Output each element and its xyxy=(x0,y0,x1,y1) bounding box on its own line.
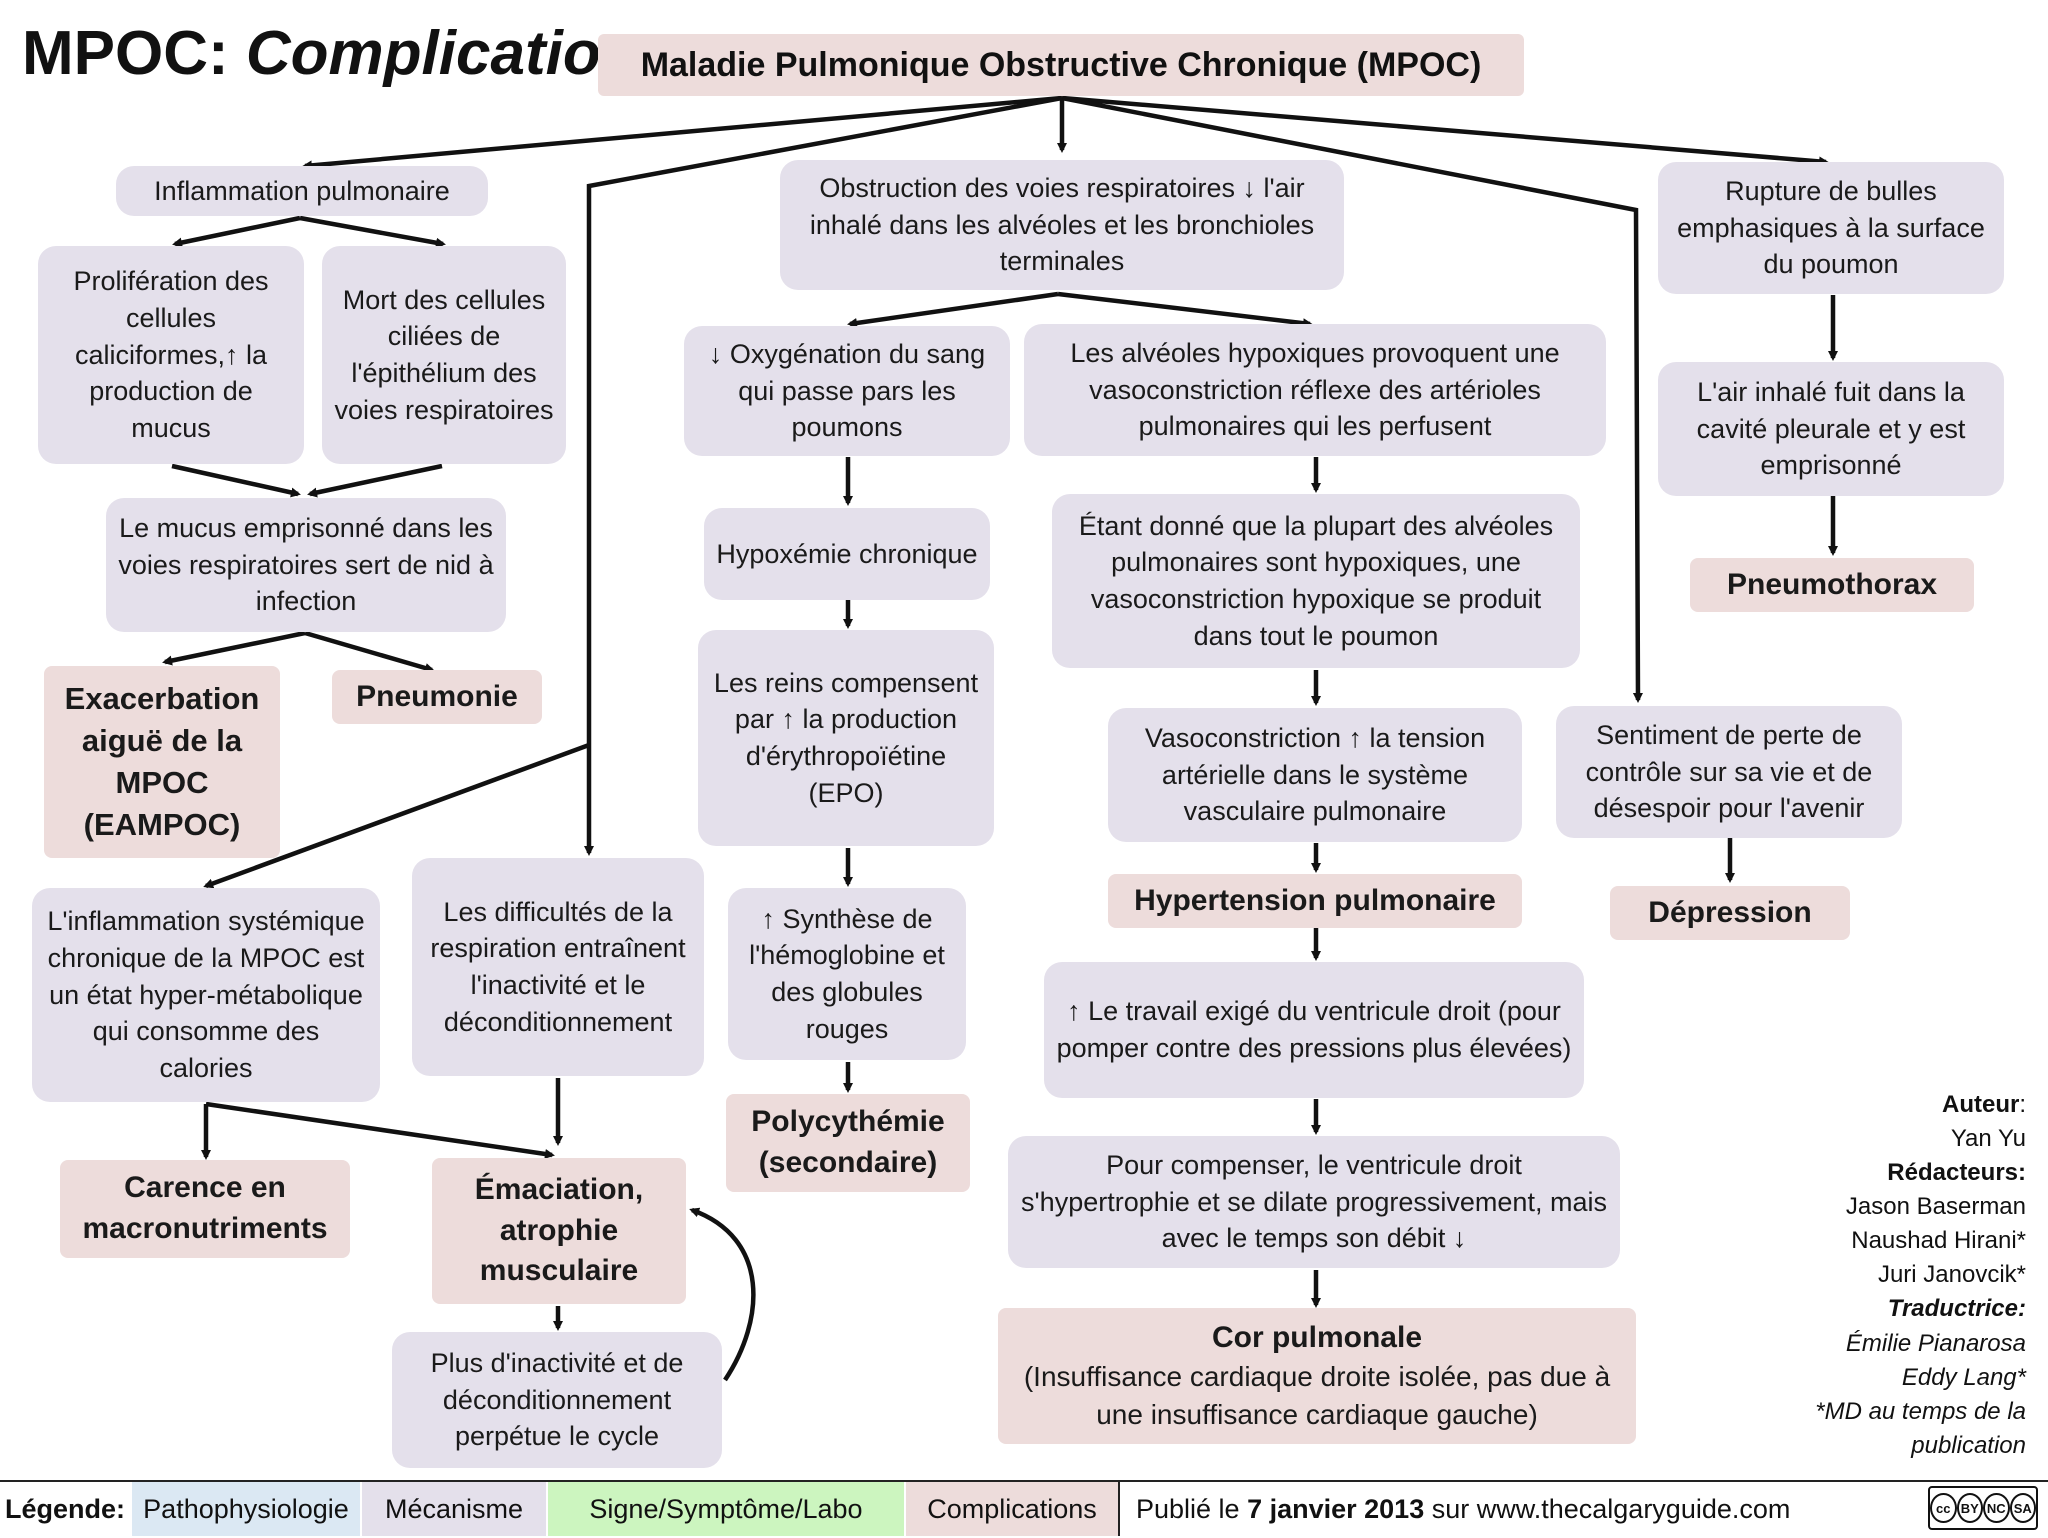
redacteur-name: Naushad Hirani* xyxy=(1851,1227,2026,1255)
auteur-label: Auteur xyxy=(1941,1091,2020,1118)
inflammation-pulmonaire-box: Inflammation pulmonaire xyxy=(116,166,488,216)
legend-item-signe-symptome-labo: Signe/Symptôme/Labo xyxy=(548,1482,904,1536)
carence-macronutriments-box: Carence en macronutriments xyxy=(60,1160,350,1258)
redacteurs-label: Rédacteurs: xyxy=(1887,1159,2026,1187)
publication-info: Publié le 7 janvier 2013 sur www.thecalg… xyxy=(1122,1482,1834,1536)
page-title: MPOC: Complications xyxy=(22,18,673,89)
by-icon: BY xyxy=(1956,1493,1983,1523)
published-date: 7 janvier 2013 xyxy=(1247,1493,1425,1524)
traductrice-name: Émilie Pianarosa xyxy=(1845,1329,2026,1357)
cycle-inactivite-box: Plus d'inactivité et de déconditionnemen… xyxy=(392,1332,722,1468)
travail-ventricule-box: ↑ Le travail exigé du ventricule droit (… xyxy=(1044,962,1584,1098)
license-badge: cc BY NC SA xyxy=(1928,1486,2038,1530)
depression-box: Dépression xyxy=(1610,886,1850,940)
inflammation-systemique-box: L'inflammation systémique chronique de l… xyxy=(32,888,380,1102)
sa-icon: SA xyxy=(2009,1493,2036,1523)
published-prefix: Publié le xyxy=(1136,1493,1248,1524)
published-suffix: sur www.thecalgaryguide.com xyxy=(1424,1493,1791,1524)
cc-icon: cc xyxy=(1930,1493,1957,1523)
vasoconstriction-hypoxique-box: Étant donné que la plupart des alvéoles … xyxy=(1052,494,1580,668)
traductrice-label: Traductrice: xyxy=(1887,1295,2026,1323)
exacerbation-box: Exacerbation aiguë de la MPOC (EAMPOC) xyxy=(44,666,280,858)
compensation-ventricule-box: Pour compenser, le ventricule droit s'hy… xyxy=(1008,1136,1620,1268)
mucus-infection-box: Le mucus emprisonné dans les voies respi… xyxy=(106,498,506,632)
vasoconstriction-tension-box: Vasoconstriction ↑ la tension artérielle… xyxy=(1108,708,1522,842)
redacteur-name: Juri Janovcik* xyxy=(1877,1261,2026,1289)
cor-pulmonale-box: Cor pulmonale (Insuffisance cardiaque dr… xyxy=(998,1308,1636,1444)
mort-cellules-box: Mort des cellules ciliées de l'épithéliu… xyxy=(322,246,566,464)
legend-item-mecanisme: Mécanisme xyxy=(362,1482,546,1536)
alveoles-hypoxiques-box: Les alvéoles hypoxiques provoquent une v… xyxy=(1024,324,1606,456)
synthese-hemoglobine-box: ↑ Synthèse de l'hémoglobine et des globu… xyxy=(728,888,966,1060)
nc-icon: NC xyxy=(1983,1493,2010,1523)
sentiment-perte-box: Sentiment de perte de contrôle sur sa vi… xyxy=(1556,706,1902,838)
traductrice-name: Eddy Lang* xyxy=(1901,1363,2026,1391)
air-pleural-box: L'air inhalé fuit dans la cavité pleural… xyxy=(1658,362,2004,496)
hypertension-pulmonaire-box: Hypertension pulmonaire xyxy=(1108,874,1522,928)
hypoxemie-box: Hypoxémie chronique xyxy=(704,508,990,600)
reins-epo-box: Les reins compensent par ↑ la production… xyxy=(698,630,994,846)
root-box-mpoc: Maladie Pulmonique Obstructive Chronique… xyxy=(598,34,1524,96)
rupture-bulles-box: Rupture de bulles emphasiques à la surfa… xyxy=(1658,162,2004,294)
difficultes-respiration-box: Les difficultés de la respiration entraî… xyxy=(412,858,704,1076)
credits-note: *MD au temps de la publication xyxy=(1815,1397,2026,1459)
legend-label: Légende: xyxy=(4,1493,125,1524)
legend-item-pathophysiologie: Pathophysiologie xyxy=(132,1482,360,1536)
auteur-name: Yan Yu xyxy=(1950,1125,2026,1153)
obstruction-box: Obstruction des voies respiratoires ↓ l'… xyxy=(780,160,1344,290)
legend-item-complications: Complications xyxy=(906,1482,1120,1536)
cor-pulmonale-subtitle: (Insuffisance cardiaque droite isolée, p… xyxy=(1023,1361,1611,1431)
pneumonie-box: Pneumonie xyxy=(332,670,542,724)
credits: Auteur: Yan Yu Rédacteurs: Jason Baserma… xyxy=(1726,1088,2026,1463)
emaciation-box: Émaciation, atrophie musculaire xyxy=(432,1158,686,1304)
legend-bar: Légende: Pathophysiologie Mécanisme Sign… xyxy=(0,1480,2048,1538)
redacteur-name: Jason Baserman xyxy=(1845,1193,2026,1221)
title-bold: MPOC: xyxy=(22,19,229,88)
polycythemie-box: Polycythémie (secondaire) xyxy=(726,1094,970,1192)
oxygenation-box: ↓ Oxygénation du sang qui passe pars les… xyxy=(684,326,1010,456)
cor-pulmonale-title: Cor pulmonale xyxy=(1211,1320,1422,1354)
pneumothorax-box: Pneumothorax xyxy=(1690,558,1974,612)
proliferation-box: Prolifération des cellules caliciformes,… xyxy=(38,246,304,464)
